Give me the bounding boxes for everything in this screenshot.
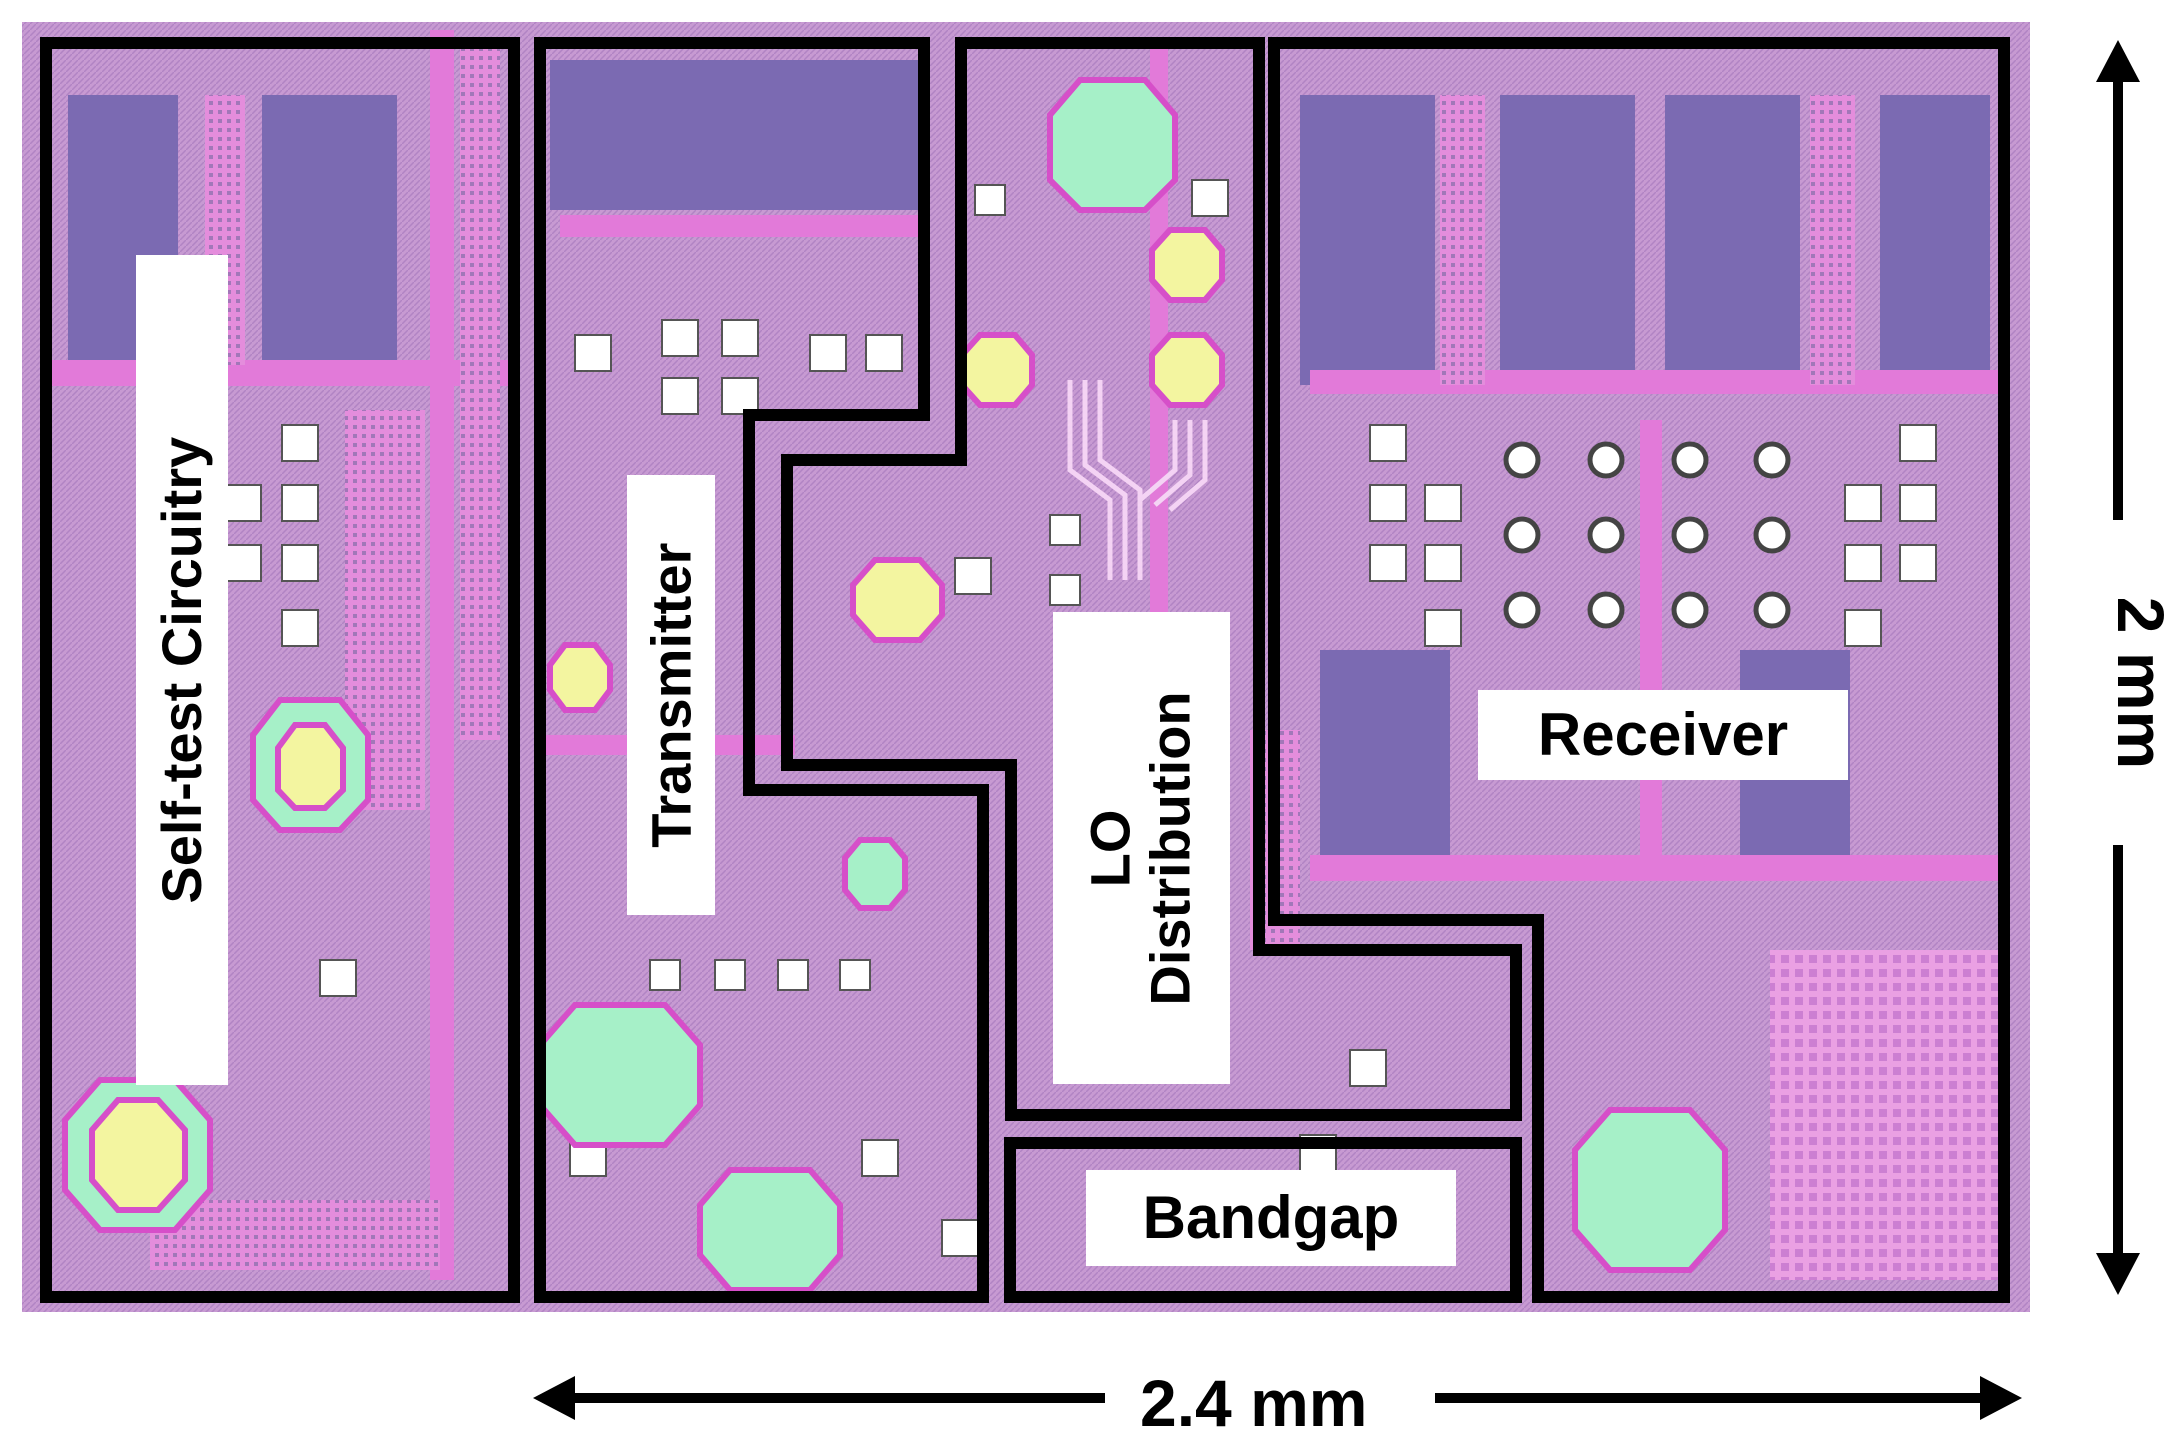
- inductors: [62, 77, 1728, 1293]
- metal-fill-blocks: [68, 60, 1990, 860]
- transmitter-outline: [534, 37, 989, 1303]
- width-dimension-label: 2.4 mm: [1140, 1365, 1368, 1441]
- lo-trace-bundle: [1067, 380, 1208, 580]
- label-bandgap: Bandgap: [1086, 1170, 1456, 1266]
- self-test-outline: [40, 37, 520, 1303]
- bandgap-outline: [1004, 1137, 1522, 1303]
- height-dimension-label: 2 mm: [2103, 596, 2173, 770]
- receiver-outline: [1268, 37, 2010, 1303]
- label-self-test: Self-test Circuitry: [136, 255, 228, 1085]
- label-transmitter: Transmitter: [627, 475, 715, 915]
- receiver-round-pads: [1503, 441, 1791, 629]
- label-receiver: Receiver: [1478, 690, 1848, 780]
- via-arrays: [150, 40, 2000, 1280]
- bond-pads: [224, 179, 1937, 1257]
- block-outlines: [40, 37, 2010, 1303]
- lo-distribution-outline: [781, 37, 1522, 1121]
- label-lo-distribution: LO Distribution: [1053, 612, 1230, 1084]
